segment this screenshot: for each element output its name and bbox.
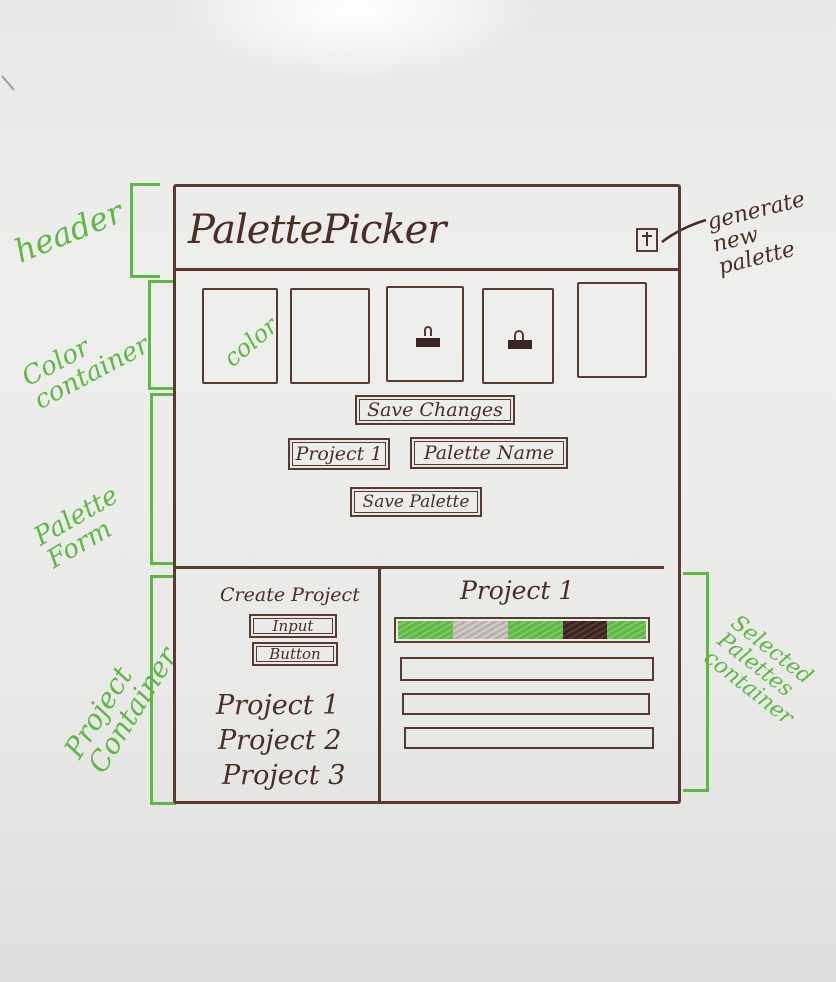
- annotation-header: header: [8, 192, 129, 271]
- header-divider: [174, 268, 680, 271]
- palette-color-chip: [453, 621, 509, 639]
- swatch-color-label: color: [218, 311, 284, 373]
- selected-palettes-bracket: [683, 572, 709, 792]
- color-swatch[interactable]: color: [202, 288, 283, 384]
- project-name-input[interactable]: Input: [249, 614, 337, 638]
- save-changes-button[interactable]: Save Changes: [355, 395, 515, 425]
- color-swatch[interactable]: [386, 286, 464, 382]
- save-palette-button[interactable]: Save Palette: [350, 487, 482, 517]
- project-list-item[interactable]: Project 2: [218, 725, 342, 756]
- annotation-selected-palettes: Selected Palettes container: [698, 610, 818, 731]
- locked-lock-icon[interactable]: [508, 330, 532, 350]
- project-list-item[interactable]: Project 1: [216, 690, 340, 721]
- marker-smudge: [1, 75, 15, 91]
- selected-project-title: Project 1: [460, 576, 575, 605]
- create-project-title: Create Project: [220, 584, 360, 606]
- header-bracket: [130, 183, 160, 278]
- palette-row[interactable]: [402, 693, 650, 715]
- palette-form-bracket: [150, 393, 176, 565]
- unlocked-lock-icon[interactable]: [416, 326, 440, 348]
- palette-color-chip: [607, 621, 646, 639]
- color-container-bracket: [148, 280, 176, 390]
- color-swatch[interactable]: [290, 288, 370, 384]
- project-container-bracket: [150, 575, 176, 805]
- new-palette-icon: [642, 232, 652, 246]
- project-list-item[interactable]: Project 3: [222, 760, 346, 791]
- palette-name-input[interactable]: Palette Name: [410, 437, 568, 469]
- project-column-divider: [378, 566, 381, 802]
- annotation-color-container: Color container: [17, 330, 155, 416]
- palette-color-chip: [508, 621, 564, 639]
- form-divider: [174, 566, 664, 569]
- palette-row[interactable]: [400, 657, 654, 681]
- generate-pointer-line: [661, 218, 707, 243]
- annotation-palette-form: Palette Form: [29, 480, 124, 575]
- palette-row[interactable]: [394, 617, 650, 643]
- create-project-button[interactable]: Button: [252, 642, 338, 666]
- app-title: PalettePicker: [188, 207, 446, 253]
- generate-new-palette-button[interactable]: [636, 228, 658, 252]
- palette-color-chip: [563, 621, 608, 639]
- annotation-generate: generate new palette: [704, 186, 808, 281]
- wireframe-frame: [173, 184, 681, 804]
- palette-row[interactable]: [404, 727, 654, 749]
- color-swatch[interactable]: [482, 288, 554, 384]
- palette-color-chip: [398, 621, 454, 639]
- color-swatch[interactable]: [577, 282, 647, 378]
- project-select[interactable]: Project 1: [288, 438, 390, 470]
